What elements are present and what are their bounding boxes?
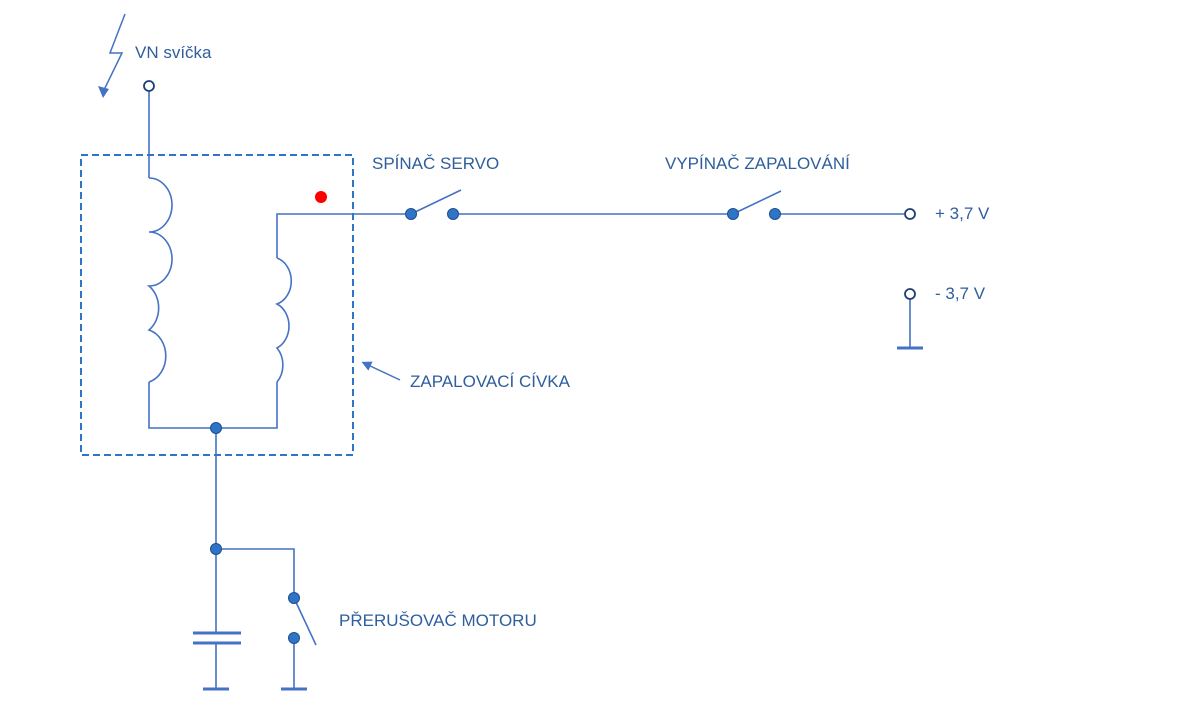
- primary-winding: [146, 177, 173, 383]
- spark-plug-label: VN svíčka: [135, 43, 212, 62]
- plus-terminal-label: + 3,7 V: [935, 204, 990, 223]
- breaker-contact-bottom: [288, 632, 300, 644]
- coil-output-wire: [276, 213, 411, 258]
- minus-terminal-label: - 3,7 V: [935, 284, 986, 303]
- ignition-coil-label: ZAPALOVACÍ CÍVKA: [410, 372, 570, 391]
- breaker-wire: [216, 548, 295, 598]
- breaker-label: PŘERUŠOVAČ MOTORU: [339, 611, 537, 630]
- ignition-switch-contact-left: [727, 208, 739, 220]
- servo-switch-contact-left: [405, 208, 417, 220]
- servo-switch-contact-right: [447, 208, 459, 220]
- red-marker-dot: [315, 191, 327, 203]
- plus-terminal: [904, 208, 916, 220]
- breaker-contact-top: [288, 592, 300, 604]
- spark-plug-terminal: [143, 80, 155, 92]
- ignition-switch-lever: [732, 190, 782, 215]
- breaker-junction-node: [210, 543, 222, 555]
- servo-switch-label: SPÍNAČ SERVO: [372, 154, 500, 173]
- minus-terminal: [904, 288, 916, 300]
- coil-junction-node: [210, 422, 222, 434]
- coil-pointer-arrow: [361, 361, 401, 381]
- coil-bottom-wire: [148, 382, 278, 429]
- ignition-coil-box: [80, 154, 354, 456]
- ignition-switch-contact-right: [769, 208, 781, 220]
- servo-switch-lever: [410, 189, 462, 215]
- ignition-switch-label: VYPÍNAČ ZAPALOVÁNÍ: [665, 154, 850, 173]
- secondary-winding: [275, 257, 293, 383]
- lightning-symbol: [98, 13, 126, 98]
- breaker-lever: [293, 597, 317, 646]
